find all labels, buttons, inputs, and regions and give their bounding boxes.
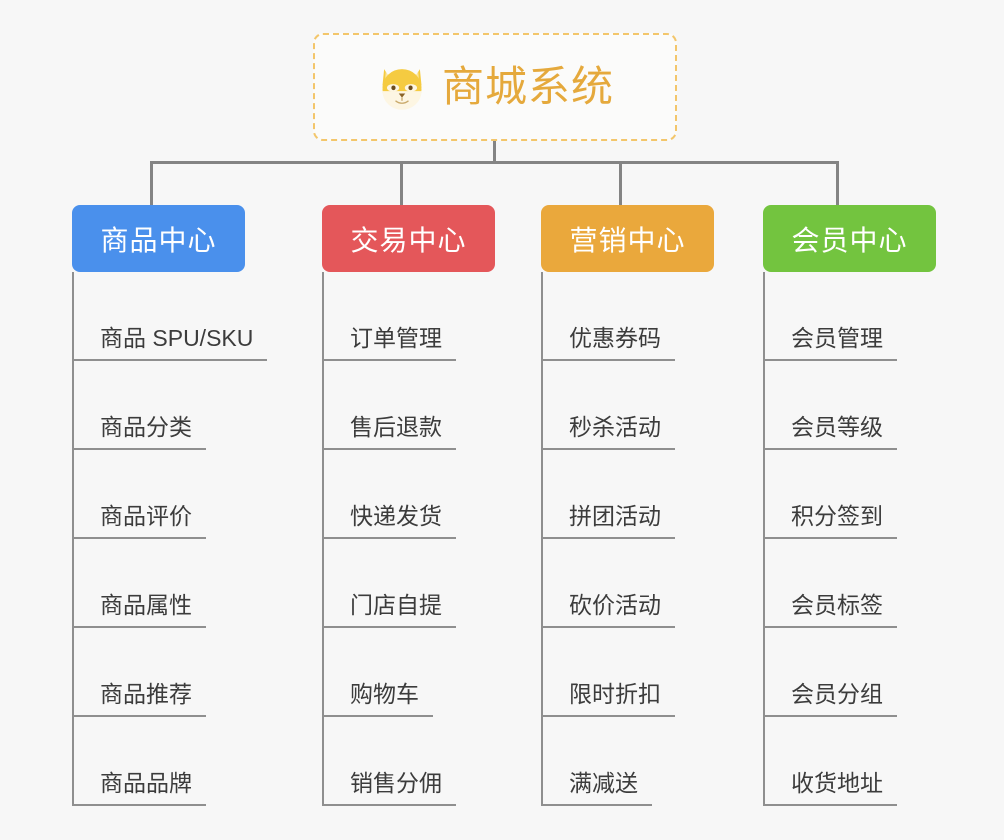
list-item-label: 销售分佣 [350,770,442,797]
branch-items-marketing: 优惠券码 秒杀活动 拼团活动 砍价活动 限时折扣 满减送 [541,272,675,806]
root-title: 商城系统 [441,63,614,110]
list-item-label: 秒杀活动 [569,414,661,441]
shiba-inu-dog-face-icon [382,69,422,110]
branch-drop-line-4 [836,161,839,205]
branch-column-member: 会员中心 会员管理 会员等级 积分签到 会员标签 会员分组 收货地址 [763,205,936,806]
list-item-label: 会员管理 [791,325,883,352]
list-item[interactable]: 会员分组 [763,628,897,717]
list-item-label: 拼团活动 [569,503,661,530]
branch-column-marketing: 营销中心 优惠券码 秒杀活动 拼团活动 砍价活动 限时折扣 满减送 [541,205,714,806]
list-item[interactable]: 门店自提 [322,539,456,628]
list-item[interactable]: 限时折扣 [541,628,675,717]
list-item-label: 会员等级 [791,414,883,441]
list-item[interactable]: 商品评价 [72,450,267,539]
list-item[interactable]: 会员管理 [763,272,897,361]
list-item[interactable]: 优惠券码 [541,272,675,361]
list-item-label: 满减送 [569,770,638,797]
branch-items-product: 商品 SPU/SKU 商品分类 商品评价 商品属性 商品推荐 商品品牌 [72,272,268,806]
list-item[interactable]: 快递发货 [322,450,456,539]
list-item[interactable]: 会员等级 [763,361,897,450]
list-item[interactable]: 商品 SPU/SKU [72,272,268,361]
branch-drop-line-3 [619,161,622,205]
list-item[interactable]: 商品分类 [72,361,267,450]
branch-drop-line-1 [150,161,153,205]
list-item-label: 会员分组 [791,681,883,708]
list-item-label: 门店自提 [350,592,442,619]
list-item[interactable]: 秒杀活动 [541,361,675,450]
list-item-label: 砍价活动 [569,592,661,619]
list-item[interactable]: 购物车 [322,628,456,717]
list-item-label: 限时折扣 [569,681,661,708]
list-item[interactable]: 商品品牌 [72,717,267,806]
root-node-card[interactable]: 商城系统 [313,33,677,141]
branch-header-trade[interactable]: 交易中心 [322,205,495,272]
list-item-label: 售后退款 [350,414,442,441]
list-item-label: 商品评价 [100,503,192,530]
branch-items-trade: 订单管理 售后退款 快递发货 门店自提 购物车 销售分佣 [322,272,456,806]
branch-spine-member [763,272,765,806]
branch-column-product: 商品中心 商品 SPU/SKU 商品分类 商品评价 商品属性 商品推荐 商品品牌 [72,205,268,806]
list-item[interactable]: 商品属性 [72,539,267,628]
branch-header-member[interactable]: 会员中心 [763,205,936,272]
branch-header-label: 会员中心 [791,224,908,256]
list-item-label: 商品推荐 [100,681,192,708]
branch-items-member: 会员管理 会员等级 积分签到 会员标签 会员分组 收货地址 [763,272,897,806]
list-item-label: 订单管理 [350,325,442,352]
list-item[interactable]: 订单管理 [322,272,456,361]
branch-header-product[interactable]: 商品中心 [72,205,245,272]
list-item-label: 购物车 [350,681,419,708]
list-item-label: 积分签到 [791,503,883,530]
list-item[interactable]: 会员标签 [763,539,897,628]
list-item-label: 商品属性 [100,592,192,619]
branch-connector-bar [150,161,839,164]
list-item-label: 收货地址 [791,770,883,797]
list-item[interactable]: 收货地址 [763,717,897,806]
branch-column-trade: 交易中心 订单管理 售后退款 快递发货 门店自提 购物车 销售分佣 [322,205,495,806]
branch-header-marketing[interactable]: 营销中心 [541,205,714,272]
list-item[interactable]: 售后退款 [322,361,456,450]
list-item-label: 快递发货 [350,503,442,530]
branch-spine-trade [322,272,324,806]
list-item-label: 商品品牌 [100,770,192,797]
list-item[interactable]: 砍价活动 [541,539,675,628]
branch-drop-line-2 [400,161,403,205]
list-item[interactable]: 满减送 [541,717,675,806]
branch-spine-product [72,272,74,806]
branch-header-label: 商品中心 [100,224,217,256]
list-item-label: 会员标签 [791,592,883,619]
root-connector-stem [493,141,496,164]
list-item[interactable]: 销售分佣 [322,717,456,806]
branch-header-label: 营销中心 [569,224,686,256]
branch-header-label: 交易中心 [350,224,467,256]
list-item-label: 商品分类 [100,414,192,441]
list-item[interactable]: 商品推荐 [72,628,267,717]
list-item[interactable]: 积分签到 [763,450,897,539]
branch-spine-marketing [541,272,543,806]
list-item-label: 优惠券码 [569,325,661,352]
list-item-label: 商品 SPU/SKU [100,325,254,352]
list-item[interactable]: 拼团活动 [541,450,675,539]
